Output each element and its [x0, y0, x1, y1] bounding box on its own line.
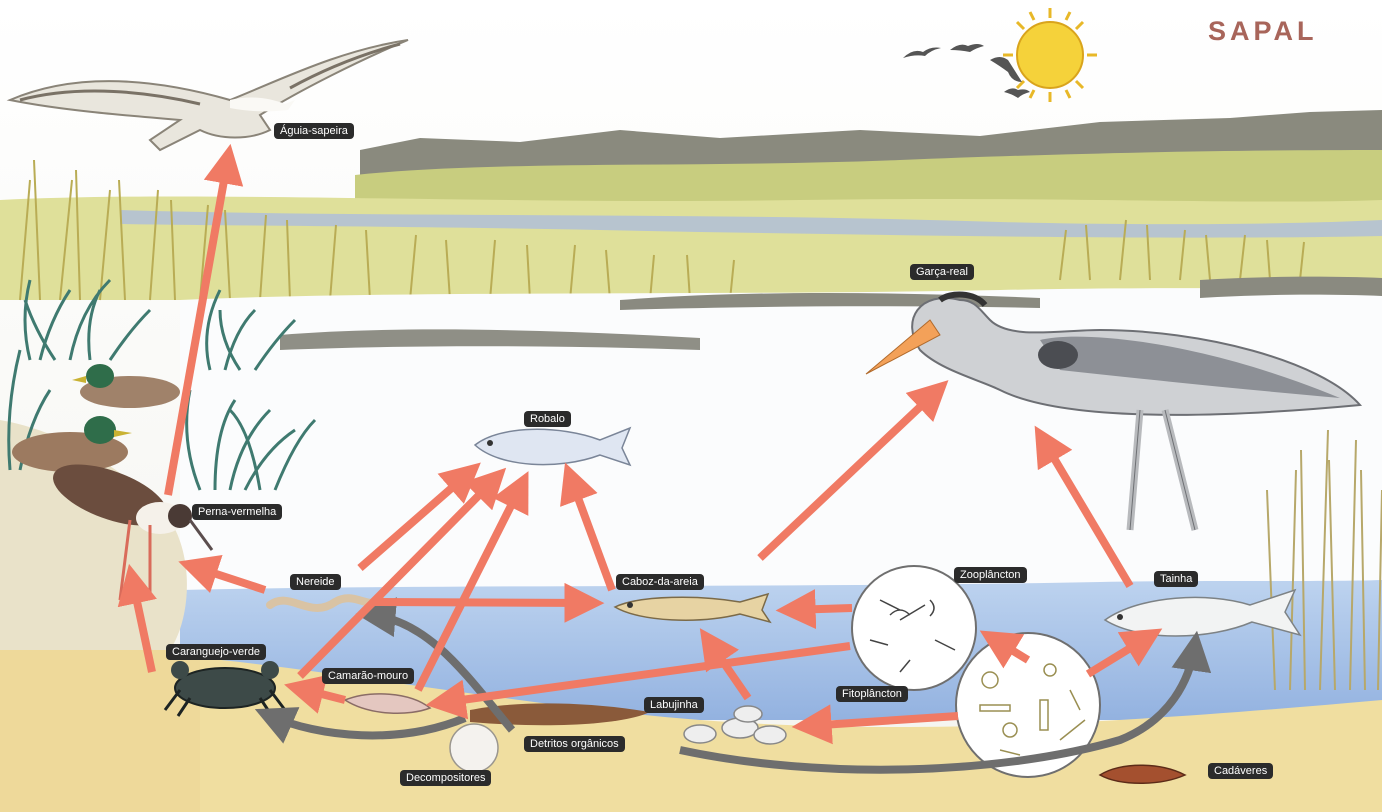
- label-tainha: Tainha: [1154, 571, 1198, 587]
- label-decompositores: Decompositores: [400, 770, 491, 786]
- label-detritos-organicos: Detritos orgânicos: [524, 736, 625, 752]
- label-aguia-sapeira: Águia-sapeira: [274, 123, 354, 139]
- label-nereide: Nereide: [290, 574, 341, 590]
- label-fitoplancton: Fitoplâncton: [836, 686, 908, 702]
- label-cadaveres: Cadáveres: [1208, 763, 1273, 779]
- arrow-nereide-to-caboz: [372, 602, 590, 603]
- label-caranguejo-verde: Caranguejo-verde: [166, 644, 266, 660]
- label-robalo: Robalo: [524, 411, 571, 427]
- label-caboz-da-areia: Caboz-da-areia: [616, 574, 704, 590]
- label-perna-vermelha: Perna-vermelha: [192, 504, 282, 520]
- decomposers-circle: [450, 724, 498, 772]
- diagram-title: SAPAL: [1208, 16, 1318, 47]
- green-crab: [165, 661, 285, 716]
- label-camarao-mouro: Camarão-mouro: [322, 668, 414, 684]
- sun: [1003, 8, 1097, 102]
- label-garca-real: Garça-real: [910, 264, 974, 280]
- label-labujinha: Labujinha: [644, 697, 704, 713]
- zooplankton-circle: [852, 566, 976, 690]
- label-zooplancton: Zooplâncton: [954, 567, 1027, 583]
- phytoplankton-circle: [956, 633, 1100, 777]
- arrow-zooplankton-to-caboz: [790, 608, 852, 610]
